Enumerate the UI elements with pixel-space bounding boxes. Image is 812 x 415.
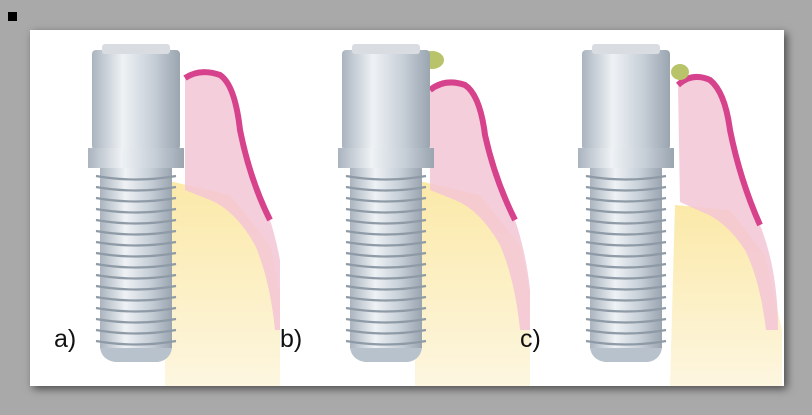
figure-b: b)	[280, 30, 530, 386]
figure-label-c: c)	[520, 327, 541, 352]
figure-label-a: a)	[54, 327, 76, 352]
implant-thread-a	[96, 168, 176, 348]
implant-illustration-b	[280, 30, 530, 386]
bullet-marker	[8, 12, 17, 21]
implant-thread-b	[346, 168, 426, 348]
figure-a: a)	[30, 30, 280, 386]
abutment-a	[92, 50, 180, 150]
illustration-panel: a)	[30, 30, 784, 386]
bone-loss-tissue-c	[671, 64, 689, 80]
figure-c: c)	[520, 30, 784, 386]
implant-thread-c	[586, 168, 666, 348]
figure-label-b: b)	[280, 327, 302, 352]
abutment-c	[582, 50, 670, 150]
abutment-b	[342, 50, 430, 150]
implant-illustration-c	[520, 30, 784, 386]
